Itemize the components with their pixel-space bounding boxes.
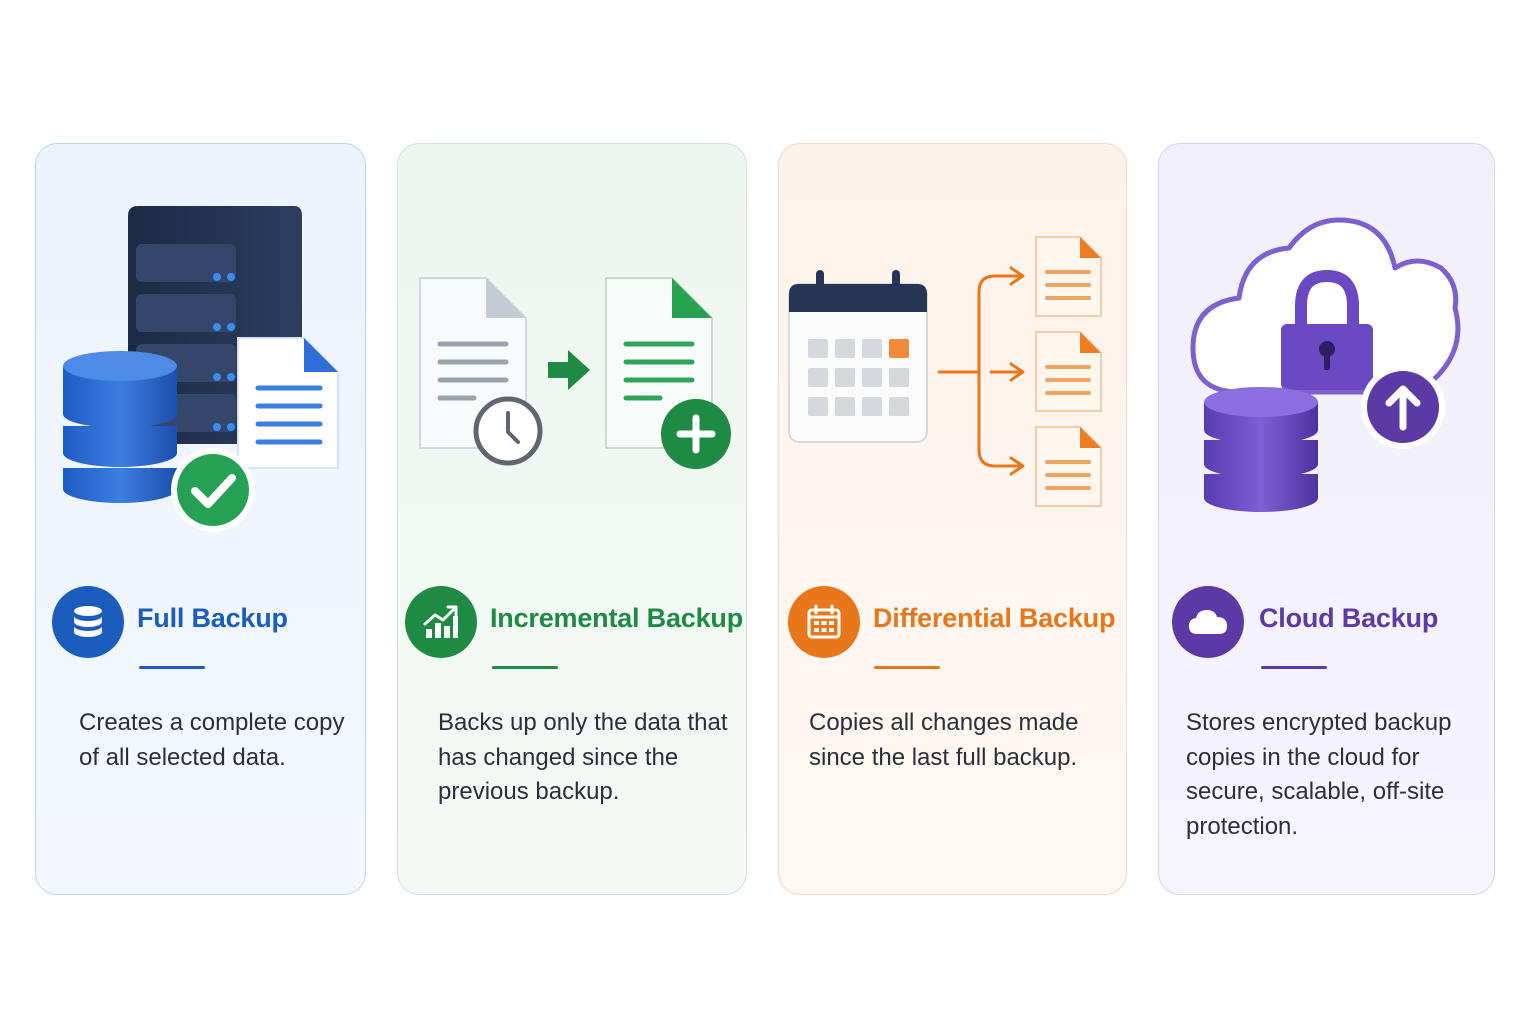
card-description: Copies all changes made since the last f… [809,709,1079,771]
title-underline [1261,666,1327,669]
full-backup-illustration [63,206,339,532]
database-stack-icon [63,351,177,503]
card-title: Cloud Backup [1259,603,1439,633]
growth-chart-icon [405,586,477,658]
card-title: Incremental Backup [490,603,743,633]
card-title: Differential Backup [873,603,1116,633]
card-title: Full Backup [137,603,288,633]
new-document-plus-icon [605,277,731,469]
branching-arrows-icon [937,266,1025,476]
title-underline [874,666,940,669]
document-icon [237,337,339,469]
calendar-icon [788,270,928,443]
full-backup-card: Full Backup Creates a complete copy of a… [35,143,366,895]
differential-backup-card: Differential Backup Copies all changes m… [778,143,1127,895]
incremental-backup-illustration [419,277,731,469]
title-underline [492,666,558,669]
cloud-backup-card: Cloud Backup Stores encrypted backup cop… [1158,143,1495,895]
padlock-icon [1281,269,1373,390]
cloud-icon [1172,586,1244,658]
differential-backup-illustration [788,236,1102,507]
database-icon [52,586,124,658]
upload-arrow-icon [1361,365,1445,449]
cloud-icon [1190,217,1461,395]
card-description: Stores encrypted backup copies in the cl… [1186,709,1452,840]
cloud-backup-illustration [1190,217,1461,512]
card-description: Creates a complete copy of all selected … [79,709,345,771]
checkmark-badge-icon [171,448,255,532]
card-description: Backs up only the data that has changed … [438,709,728,805]
title-underline [139,666,205,669]
incremental-backup-card: Incremental Backup Backs up only the dat… [397,143,747,895]
database-stack-icon [1204,387,1318,512]
document-copies-icon [1035,236,1102,507]
arrow-right-icon [548,350,590,390]
document-with-clock-icon [419,277,543,466]
calendar-icon [788,586,860,658]
